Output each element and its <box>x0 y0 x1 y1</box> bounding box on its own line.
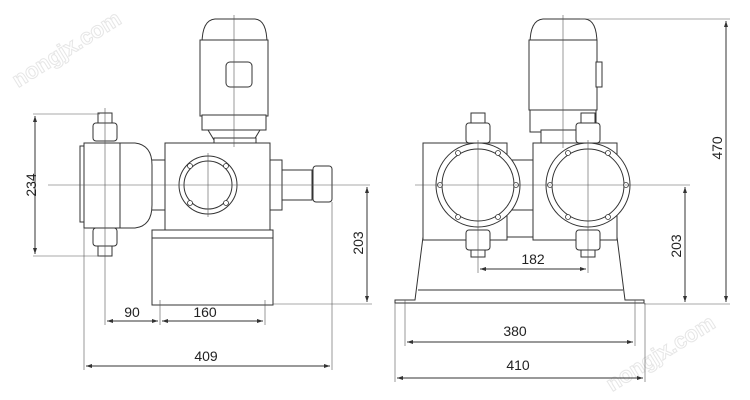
pump-head <box>83 142 153 229</box>
dim-90: 90 <box>124 304 140 320</box>
watermark: nongjx.com <box>601 310 719 397</box>
side-view: 234 203 90 160 409 <box>23 15 372 370</box>
dim-160: 160 <box>193 304 217 320</box>
base-frame <box>394 236 645 304</box>
dim-410: 410 <box>506 357 530 373</box>
front-view: 182 203 470 380 410 <box>394 15 730 382</box>
stroke-knob <box>312 165 333 203</box>
dim-380: 380 <box>503 323 527 339</box>
dim-470: 470 <box>709 136 725 160</box>
dim-203-side: 203 <box>350 231 366 255</box>
base <box>151 229 274 306</box>
watermark: nongjx.com <box>7 6 125 93</box>
dim-409: 409 <box>194 348 218 364</box>
dim-234: 234 <box>23 173 39 197</box>
dim-203-front: 203 <box>668 234 684 258</box>
dim-182: 182 <box>521 251 545 267</box>
